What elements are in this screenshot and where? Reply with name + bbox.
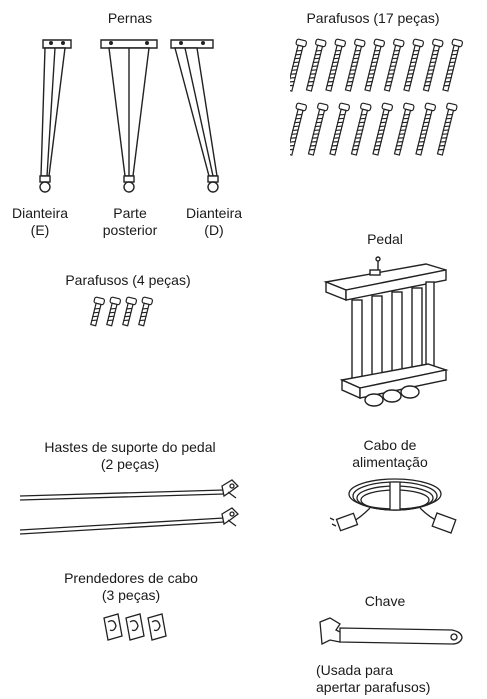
screw-icon bbox=[290, 102, 308, 156]
screw-icon bbox=[106, 296, 122, 327]
wrench-title: Chave bbox=[364, 593, 406, 609]
pedal-title: Pedal bbox=[367, 231, 403, 247]
screw-icon bbox=[364, 38, 386, 92]
screw-icon bbox=[290, 38, 308, 92]
pedal-illustration bbox=[318, 252, 458, 412]
screw-icon bbox=[403, 38, 425, 92]
screw-icon bbox=[138, 296, 154, 327]
rods-illustration bbox=[18, 476, 248, 540]
rods-title: Hastes de suporte do pedal(2 peças) bbox=[44, 439, 216, 472]
legs-title: Pernas bbox=[107, 10, 153, 26]
leg-right-label: Dianteira(D) bbox=[185, 205, 243, 238]
legs-illustration bbox=[25, 32, 235, 200]
clips-illustration bbox=[100, 610, 170, 644]
wrench-illustration bbox=[316, 614, 466, 654]
clips-title: Prendedores de cabo(3 peças) bbox=[64, 570, 198, 603]
screw-icon bbox=[372, 102, 394, 156]
leg-left-label: Dianteira(E) bbox=[11, 205, 69, 238]
leg-left-front bbox=[39, 39, 72, 193]
screw-icon bbox=[305, 38, 327, 92]
screw-icon bbox=[422, 38, 444, 92]
leg-right-front bbox=[170, 39, 219, 193]
screw-icon bbox=[415, 102, 437, 156]
leg-back bbox=[100, 39, 158, 193]
screw-icon bbox=[383, 38, 405, 92]
screw-icon bbox=[122, 296, 138, 327]
screw-icon bbox=[344, 38, 366, 92]
screw-icon bbox=[329, 102, 351, 156]
power-cable-illustration bbox=[330, 474, 460, 534]
screw-icon bbox=[90, 296, 106, 327]
screws4-title: Parafusos (4 peças) bbox=[65, 272, 191, 288]
screws17-title: Parafusos (17 peças) bbox=[306, 10, 440, 26]
screw-icon bbox=[393, 102, 415, 156]
screws17-illustration bbox=[290, 36, 480, 172]
screw-icon bbox=[442, 38, 464, 92]
screw-icon bbox=[350, 102, 372, 156]
screws4-illustration bbox=[88, 296, 168, 336]
screw-icon bbox=[436, 102, 458, 156]
screw-icon bbox=[325, 38, 347, 92]
screw-icon bbox=[307, 102, 329, 156]
